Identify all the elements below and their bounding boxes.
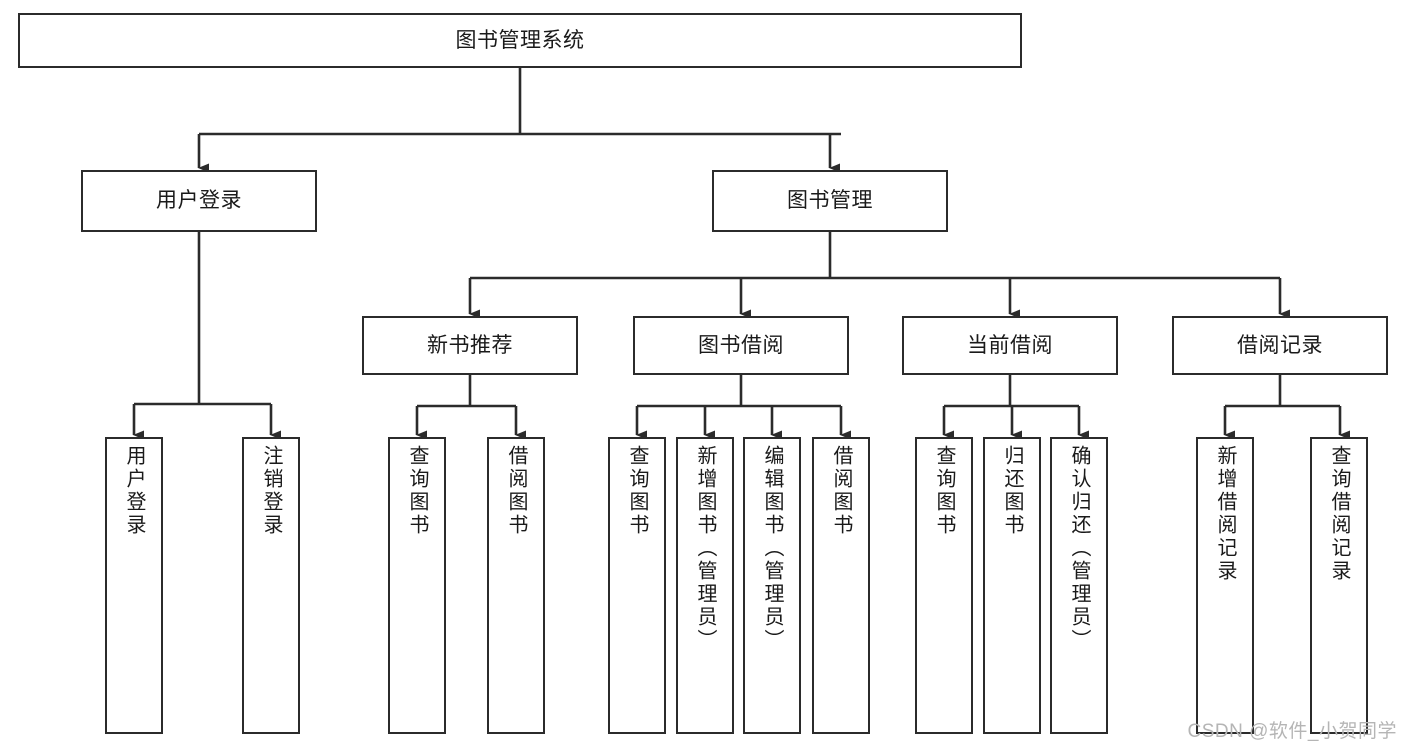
- node-leaf-query-record[interactable]: 查询借阅记录: [1310, 437, 1368, 734]
- node-book-manage[interactable]: 图书管理: [712, 170, 948, 232]
- node-user-login[interactable]: 用户登录: [81, 170, 317, 232]
- edges-root-to-level2: [197, 68, 841, 173]
- node-leaf-confirm-return[interactable]: 确认归还（管理员）: [1050, 437, 1108, 734]
- node-leaf-return-book-label: 归还图书: [1001, 445, 1023, 537]
- node-book-manage-label: 图书管理: [787, 189, 873, 213]
- node-leaf-user-login[interactable]: 用户登录: [105, 437, 163, 734]
- node-root-label: 图书管理系统: [455, 28, 585, 52]
- node-leaf-query-book-rec[interactable]: 查询图书: [388, 437, 446, 734]
- node-leaf-add-record[interactable]: 新增借阅记录: [1196, 437, 1254, 734]
- node-leaf-confirm-return-label: 确认归还（管理员）: [1068, 445, 1090, 652]
- node-leaf-edit-book[interactable]: 编辑图书（管理员）: [743, 437, 801, 734]
- node-current-borrow[interactable]: 当前借阅: [902, 316, 1118, 375]
- node-leaf-add-record-label: 新增借阅记录: [1214, 445, 1236, 583]
- node-leaf-query-book-cur[interactable]: 查询图书: [915, 437, 973, 734]
- node-leaf-query-book-borrow[interactable]: 查询图书: [608, 437, 666, 734]
- node-leaf-add-book-label: 新增图书（管理员）: [694, 445, 716, 652]
- node-leaf-query-record-label: 查询借阅记录: [1328, 445, 1350, 583]
- edges-book-borrow-to-leaves: [635, 375, 851, 440]
- node-leaf-query-book-borrow-label: 查询图书: [626, 445, 648, 537]
- node-new-book-rec[interactable]: 新书推荐: [362, 316, 578, 375]
- node-user-login-label: 用户登录: [156, 189, 242, 213]
- node-leaf-borrow-book-label: 借阅图书: [830, 445, 852, 537]
- node-new-book-rec-label: 新书推荐: [427, 333, 513, 357]
- node-leaf-query-book-rec-label: 查询图书: [406, 445, 428, 537]
- node-leaf-add-book[interactable]: 新增图书（管理员）: [676, 437, 734, 734]
- node-book-borrow[interactable]: 图书借阅: [633, 316, 849, 375]
- edges-borrow-record-to-leaves: [1223, 375, 1350, 440]
- node-leaf-return-book[interactable]: 归还图书: [983, 437, 1041, 734]
- node-leaf-query-book-cur-label: 查询图书: [933, 445, 955, 537]
- node-root[interactable]: 图书管理系统: [18, 13, 1022, 68]
- edges-user-login-to-leaves: [132, 232, 281, 440]
- node-borrow-record-label: 借阅记录: [1237, 333, 1323, 357]
- node-leaf-logout[interactable]: 注销登录: [242, 437, 300, 734]
- edges-current-borrow-to-leaves: [942, 375, 1089, 440]
- node-leaf-borrow-book-rec-label: 借阅图书: [505, 445, 527, 537]
- node-leaf-logout-label: 注销登录: [260, 445, 282, 537]
- node-leaf-borrow-book-rec[interactable]: 借阅图书: [487, 437, 545, 734]
- node-borrow-record[interactable]: 借阅记录: [1172, 316, 1388, 375]
- edges-new-book-rec-to-leaves: [415, 375, 526, 440]
- edges-book-manage-to-level3: [468, 232, 1290, 319]
- node-leaf-borrow-book[interactable]: 借阅图书: [812, 437, 870, 734]
- node-leaf-edit-book-label: 编辑图书（管理员）: [761, 445, 783, 652]
- node-leaf-user-login-label: 用户登录: [123, 445, 145, 537]
- node-book-borrow-label: 图书借阅: [698, 333, 784, 357]
- node-current-borrow-label: 当前借阅: [967, 333, 1053, 357]
